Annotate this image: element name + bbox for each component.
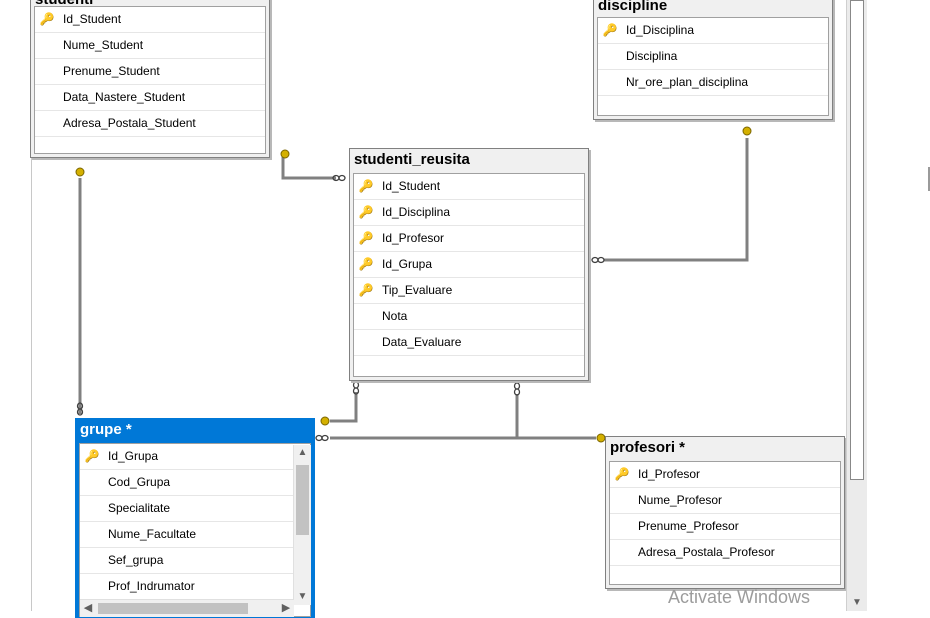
- column-row[interactable]: 🔑 Id_Student: [354, 174, 584, 200]
- primary-key-icon: 🔑: [84, 449, 100, 463]
- scroll-up-arrow-icon[interactable]: ▲: [297, 447, 308, 458]
- column-name: Id_Disciplina: [626, 23, 695, 37]
- diagram-scrollbar-thumb[interactable]: [850, 0, 864, 480]
- column-name: Specialitate: [108, 501, 171, 515]
- column-name: Prenume_Profesor: [638, 519, 739, 533]
- column-name: Id_Grupa: [382, 257, 433, 271]
- column-row[interactable]: Nume_Student: [35, 33, 265, 59]
- column-name: Prof_Indrumator: [108, 579, 195, 593]
- scrollbar-thumb[interactable]: [98, 603, 248, 614]
- table-title: studenti_reusita: [354, 151, 470, 168]
- column-name: Adresa_Postala_Student: [63, 116, 196, 130]
- column-row[interactable]: 🔑 Tip_Evaluare: [354, 278, 584, 304]
- column-row[interactable]: Nota: [354, 304, 584, 330]
- primary-key-icon: 🔑: [39, 12, 55, 26]
- column-list: 🔑 Id_Student 🔑 Id_Disciplina 🔑 Id_Profesor 🔑 Id…: [353, 173, 585, 377]
- column-name: Sef_grupa: [108, 553, 164, 567]
- column-name: Prenume_Student: [63, 64, 160, 78]
- column-row[interactable]: Sef_grupa: [80, 548, 310, 574]
- column-row[interactable]: Data_Nastere_Student: [35, 85, 265, 111]
- column-name: Id_Disciplina: [382, 205, 451, 219]
- canvas-edge-line: [31, 150, 32, 611]
- table-studenti-reusita[interactable]: studenti_reusita 🔑 Id_Student 🔑 Id_Discipli…: [349, 148, 589, 381]
- primary-key-icon: 🔑: [358, 205, 374, 219]
- rel-reusita-profesori[interactable]: [330, 394, 596, 440]
- column-row[interactable]: Prenume_Student: [35, 59, 265, 85]
- column-row[interactable]: Prof_Indrumator: [80, 574, 310, 600]
- column-name: Nume_Profesor: [638, 493, 723, 507]
- primary-key-icon: 🔑: [602, 23, 618, 37]
- column-name: Data_Evaluare: [382, 335, 462, 349]
- horizontal-scrollbar[interactable]: ◀ ▶: [80, 599, 294, 617]
- column-name: Cod_Grupa: [108, 475, 171, 489]
- column-name: Data_Nastere_Student: [63, 90, 186, 104]
- column-row[interactable]: 🔑 Id_Profesor: [610, 462, 840, 488]
- activate-windows-watermark: Activate Windows: [668, 587, 811, 607]
- table-studenti[interactable]: studenti 🔑 Id_StudentNume_StudentPrenume_…: [30, 0, 270, 158]
- scroll-left-arrow-icon[interactable]: ◀: [83, 602, 93, 614]
- table-title: studenti: [31, 0, 269, 11]
- key-end-markers: [75, 126, 752, 443]
- column-row[interactable]: Disciplina: [598, 44, 828, 70]
- column-name: Id_Student: [63, 12, 122, 26]
- table-title: grupe *: [80, 421, 132, 438]
- column-row[interactable]: Cod_Grupa: [80, 470, 310, 496]
- many-end-markers: [76, 174, 605, 442]
- column-row[interactable]: 🔑 Id_Disciplina: [354, 200, 584, 226]
- scroll-down-arrow-icon[interactable]: ▼: [297, 591, 308, 602]
- column-row[interactable]: Adresa_Postala_Profesor: [610, 540, 840, 566]
- rel-discipline-reusita[interactable]: [604, 138, 749, 262]
- column-row[interactable]: 🔑 Id_Disciplina: [598, 18, 828, 44]
- column-name: Disciplina: [626, 49, 678, 63]
- column-name: Nota: [382, 309, 408, 323]
- primary-key-icon: 🔑: [358, 179, 374, 193]
- table-title: profesori *: [610, 439, 686, 456]
- column-row[interactable]: Adresa_Postala_Student: [35, 111, 265, 137]
- column-row[interactable]: Data_Evaluare: [354, 330, 584, 356]
- primary-key-icon: 🔑: [358, 283, 374, 297]
- column-row[interactable]: 🔑 Id_Grupa: [354, 252, 584, 278]
- column-name: Adresa_Postala_Profesor: [638, 545, 775, 559]
- vertical-scrollbar[interactable]: ▲ ▼: [293, 445, 311, 605]
- scroll-down-arrow-icon[interactable]: ▼: [852, 597, 862, 608]
- diagram-vertical-scrollbar[interactable]: ▼: [846, 0, 867, 611]
- primary-key-icon: 🔑: [358, 257, 374, 271]
- column-row[interactable]: 🔑 Id_Student: [35, 7, 265, 33]
- primary-key-icon: 🔑: [358, 231, 374, 245]
- column-row[interactable]: Prenume_Profesor: [610, 514, 840, 540]
- column-row[interactable]: Nume_Facultate: [80, 522, 310, 548]
- column-name: Nume_Student: [63, 38, 144, 52]
- scroll-right-arrow-icon[interactable]: ▶: [281, 602, 291, 614]
- column-row[interactable]: Nr_ore_plan_disciplina: [598, 70, 828, 96]
- column-name: Id_Profesor: [638, 467, 701, 481]
- column-name: Nr_ore_plan_disciplina: [626, 75, 749, 89]
- primary-key-icon: 🔑: [614, 467, 630, 481]
- rel-reusita-grupe[interactable]: [330, 392, 358, 423]
- table-title: discipline: [598, 0, 668, 14]
- rel-studenti-reusita[interactable]: [281, 152, 336, 180]
- column-name: Tip_Evaluare: [382, 283, 453, 297]
- side-panel: [867, 0, 930, 611]
- scrollbar-thumb[interactable]: [296, 465, 309, 535]
- panel-splitter[interactable]: [928, 167, 930, 191]
- column-name: Nume_Facultate: [108, 527, 197, 541]
- column-name: Id_Student: [382, 179, 441, 193]
- column-name: Id_Grupa: [108, 449, 159, 463]
- column-row[interactable]: Nume_Profesor: [610, 488, 840, 514]
- column-name: Id_Profesor: [382, 231, 445, 245]
- column-row[interactable]: Specialitate: [80, 496, 310, 522]
- column-row[interactable]: 🔑 Id_Profesor: [354, 226, 584, 252]
- column-row[interactable]: 🔑 Id_Grupa: [80, 444, 310, 470]
